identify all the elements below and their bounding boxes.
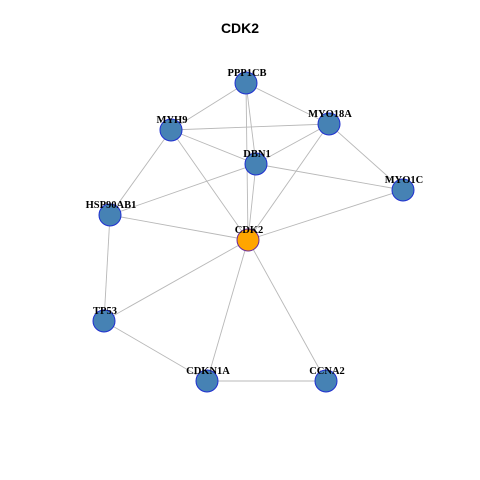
edge-tp53-cdkn1a — [103, 320, 208, 382]
edge-ppp1cb-myo18a — [245, 82, 330, 125]
edge-dbn1-cdk2 — [247, 163, 257, 241]
node-myo1c: MYO1C — [385, 175, 424, 202]
node-hsp90ab1: HSP90AB1 — [86, 200, 137, 227]
node-label-cdkn1a: CDKN1A — [186, 366, 230, 377]
node-circle-ccna2 — [314, 369, 338, 393]
edge-dbn1-myo1c — [255, 163, 404, 191]
edge-hsp90ab1-cdk2 — [109, 214, 249, 241]
node-label-dbn1: DBN1 — [243, 149, 270, 160]
node-circle-myo1c — [391, 178, 415, 202]
node-tp53: TP53 — [92, 306, 117, 333]
edge-cdk2-ccna2 — [247, 239, 327, 382]
node-circle-cdk2 — [236, 228, 260, 252]
edge-cdk2-cdkn1a — [206, 239, 249, 382]
node-label-myo18a: MYO18A — [308, 109, 352, 120]
node-circle-myh9 — [159, 118, 183, 142]
edge-myo18a-dbn1 — [255, 123, 330, 165]
edge-myh9-myo18a — [170, 123, 330, 131]
edge-myh9-hsp90ab1 — [109, 129, 172, 216]
edge-hsp90ab1-tp53 — [103, 214, 111, 322]
node-myh9: MYH9 — [157, 115, 188, 142]
node-cdkn1a: CDKN1A — [186, 366, 230, 393]
node-label-hsp90ab1: HSP90AB1 — [86, 200, 137, 211]
node-circle-tp53 — [92, 309, 116, 333]
node-circle-cdkn1a — [195, 369, 219, 393]
node-label-cdk2: CDK2 — [235, 225, 264, 236]
node-label-myh9: MYH9 — [157, 115, 188, 126]
node-ccna2: CCNA2 — [309, 366, 345, 393]
edge-myh9-cdk2 — [170, 129, 249, 241]
node-label-tp53: TP53 — [93, 306, 117, 317]
node-label-myo1c: MYO1C — [385, 175, 424, 186]
node-circle-ppp1cb — [234, 71, 258, 95]
node-myo18a: MYO18A — [308, 109, 352, 136]
node-dbn1: DBN1 — [243, 149, 271, 176]
node-cdk2: CDK2 — [235, 225, 264, 252]
edge-myo18a-myo1c — [328, 123, 404, 191]
edge-myo18a-cdk2 — [247, 123, 330, 241]
edge-cdk2-tp53 — [103, 239, 249, 322]
node-circle-hsp90ab1 — [98, 203, 122, 227]
edge-ppp1cb-myh9 — [170, 82, 247, 131]
node-label-ppp1cb: PPP1CB — [227, 68, 266, 79]
node-circle-myo18a — [317, 112, 341, 136]
node-ppp1cb: PPP1CB — [227, 68, 267, 95]
edge-ppp1cb-dbn1 — [245, 82, 257, 165]
edge-myo1c-cdk2 — [247, 189, 404, 241]
node-circle-dbn1 — [244, 152, 268, 176]
edge-dbn1-hsp90ab1 — [109, 163, 257, 216]
plot-title: CDK2 — [220, 20, 260, 36]
edge-myh9-dbn1 — [170, 129, 257, 165]
node-label-ccna2: CCNA2 — [309, 366, 345, 377]
